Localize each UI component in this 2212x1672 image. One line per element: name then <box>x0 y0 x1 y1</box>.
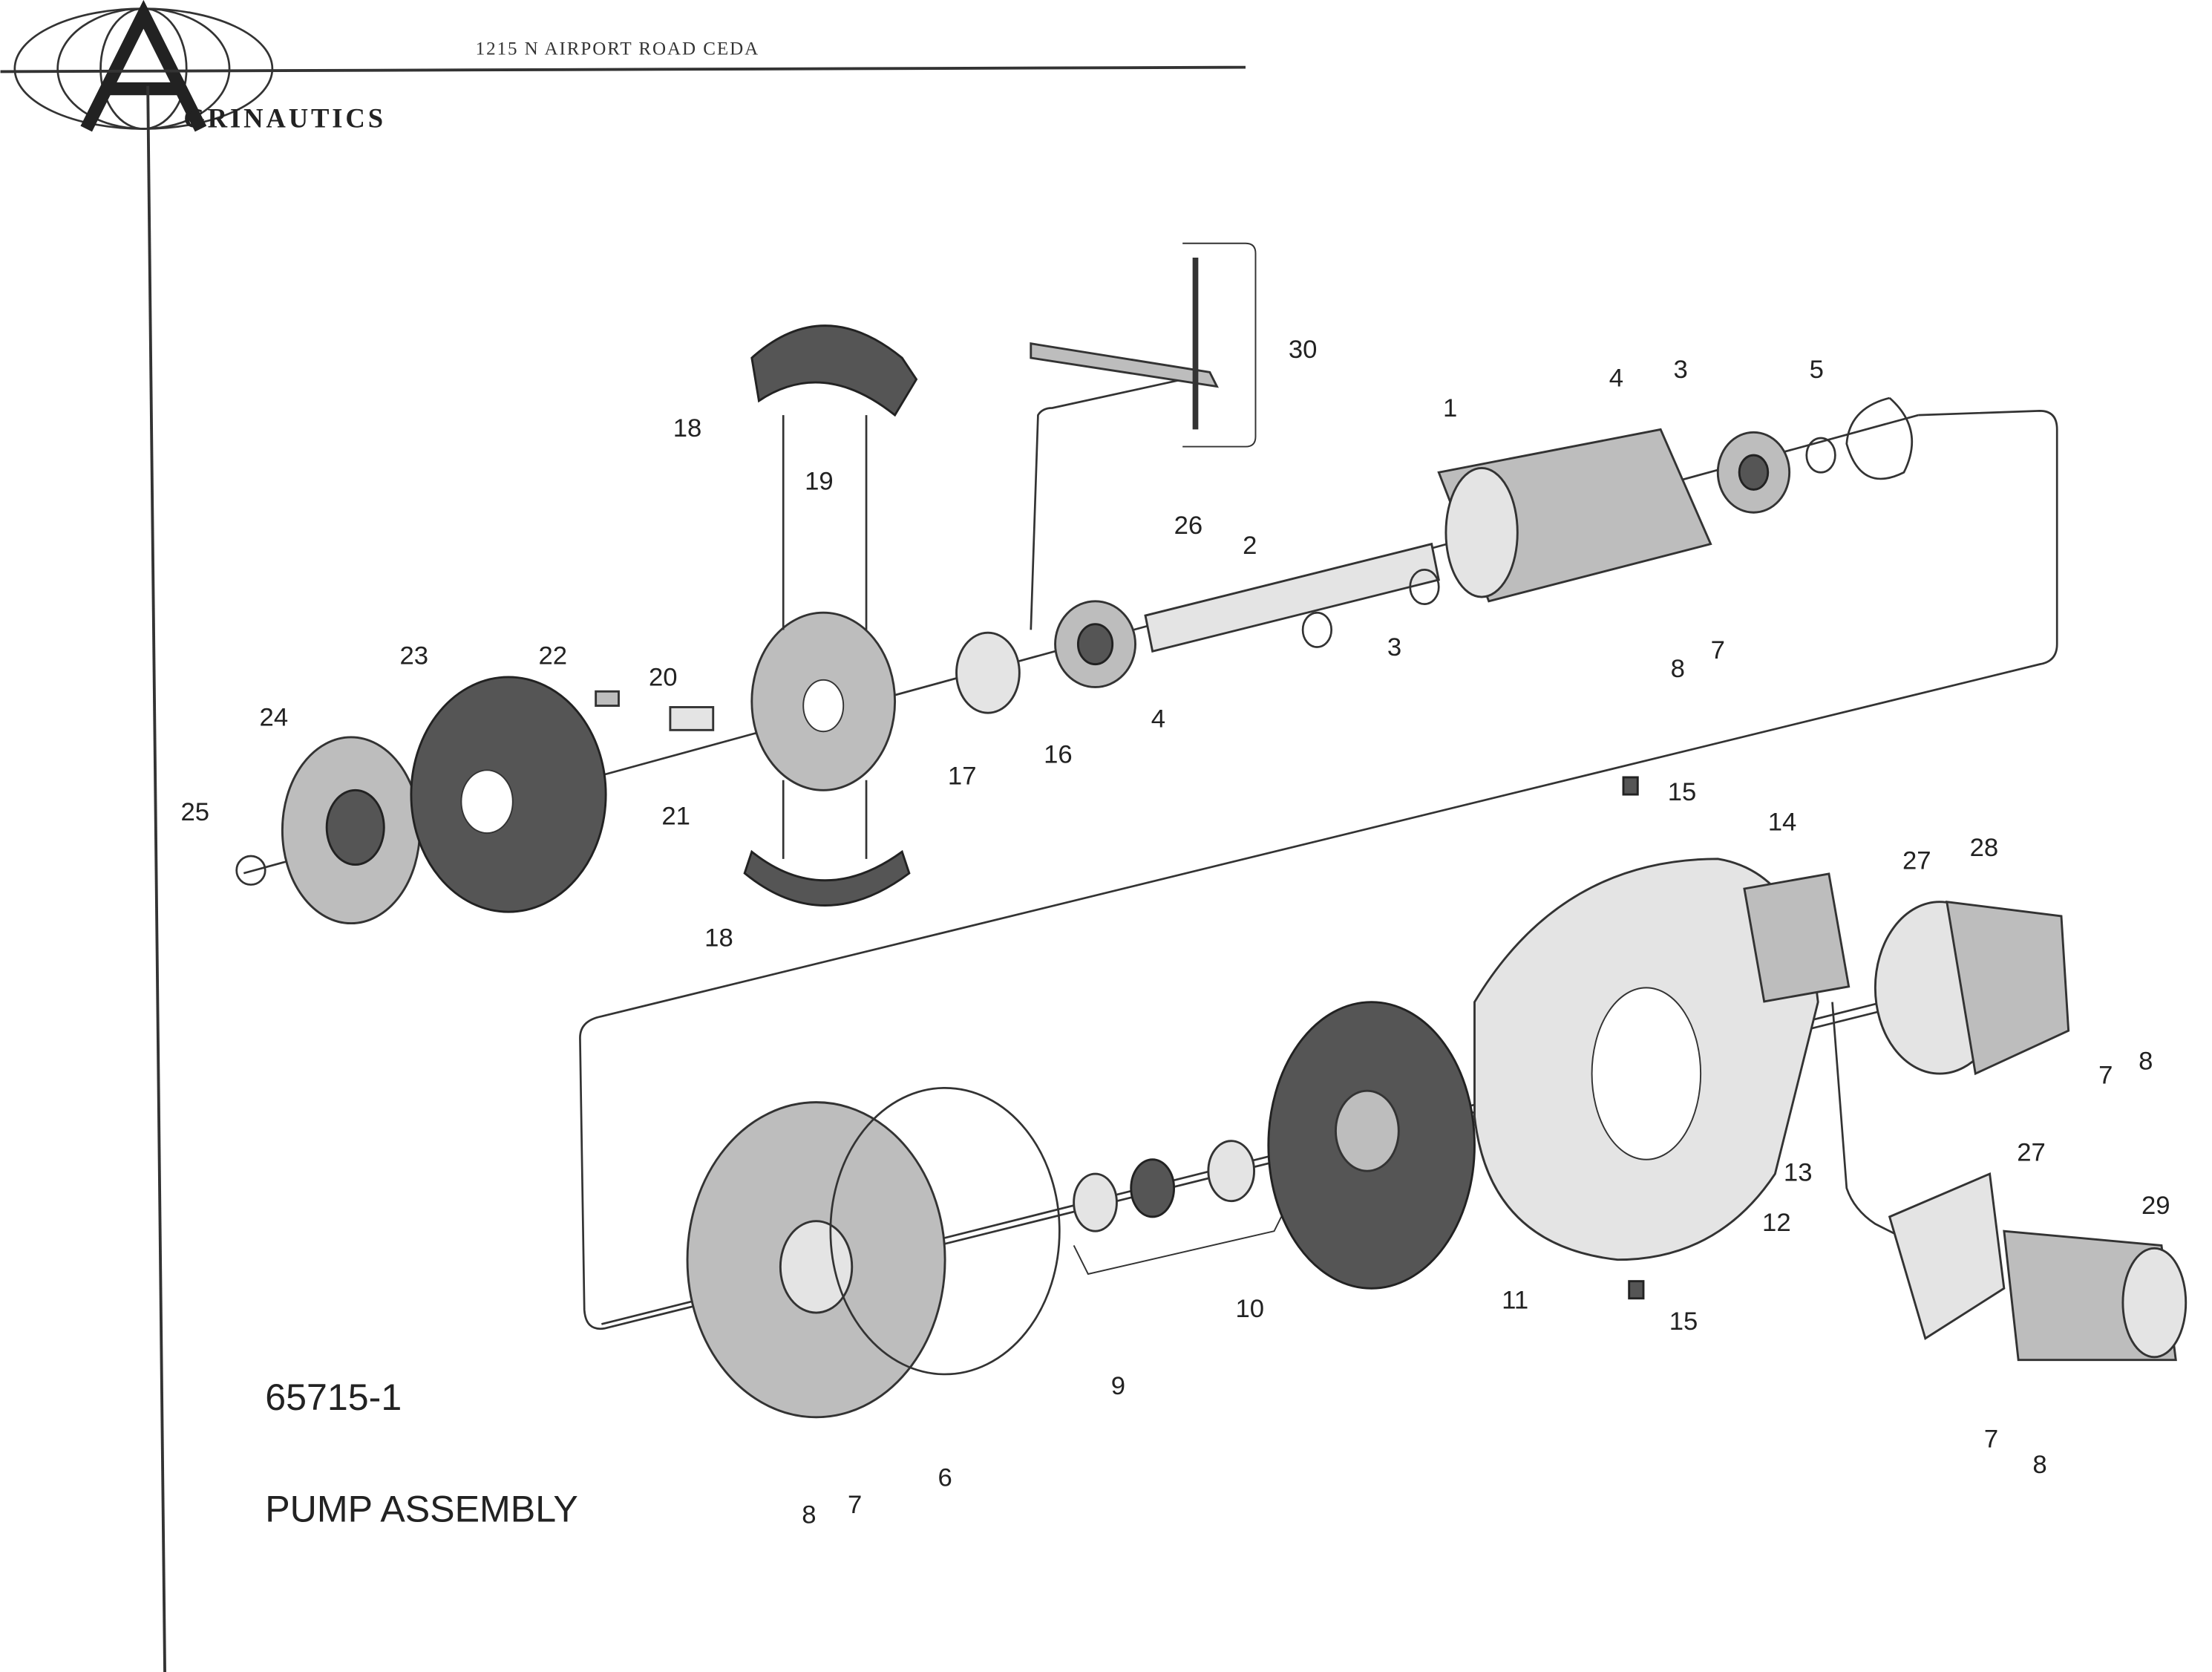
callout-30: 30 <box>1289 336 1318 364</box>
callout-25: 25 <box>180 798 209 826</box>
callout-29: 29 <box>2141 1192 2170 1220</box>
callout-2: 2 <box>1243 532 1257 560</box>
header-address: 1215 N AIRPORT ROAD CEDA <box>476 39 759 59</box>
callout-7: 7 <box>1711 636 1725 664</box>
callout-8: 8 <box>2032 1451 2046 1479</box>
drawing-title: PUMP ASSEMBLY <box>265 1489 578 1530</box>
callout-11: 11 <box>1502 1286 1528 1314</box>
upper-assembly <box>235 242 2058 1330</box>
callout-28: 28 <box>1970 834 1999 862</box>
callout-27: 27 <box>1902 846 1931 875</box>
callout-24: 24 <box>260 704 289 732</box>
callout-5: 5 <box>1810 356 1824 384</box>
callout-18: 18 <box>704 924 733 952</box>
callout-4: 4 <box>1151 705 1165 733</box>
callout-7: 7 <box>1984 1425 1998 1453</box>
callout-8: 8 <box>802 1500 816 1529</box>
callout-17: 17 <box>948 762 977 791</box>
callout-7: 7 <box>848 1491 862 1519</box>
callout-3: 3 <box>1673 356 1687 384</box>
callout-9: 9 <box>1111 1372 1125 1400</box>
callout-1: 1 <box>1443 394 1457 422</box>
logo-text: GRINAUTICS <box>183 103 386 134</box>
callout-27: 27 <box>2017 1139 2046 1167</box>
callout-14: 14 <box>1768 808 1797 836</box>
callout-16: 16 <box>1044 741 1073 769</box>
callout-3: 3 <box>1387 633 1401 662</box>
callout-labels: 30 18 19 26 2 1 4 3 5 3 7 8 4 16 17 22 2… <box>180 336 2170 1529</box>
callout-19: 19 <box>805 467 834 495</box>
callout-20: 20 <box>649 664 678 692</box>
part-number: 65715-1 <box>265 1377 402 1418</box>
agrinautics-logo: GRINAUTICS <box>13 0 386 134</box>
callout-7: 7 <box>2098 1062 2113 1090</box>
callout-10: 10 <box>1235 1295 1264 1323</box>
callout-15: 15 <box>1669 1307 1698 1336</box>
callout-12: 12 <box>1762 1209 1791 1237</box>
header-rule <box>0 65 1246 74</box>
callout-13: 13 <box>1784 1159 1813 1187</box>
callout-6: 6 <box>938 1463 952 1492</box>
callout-18: 18 <box>673 414 702 443</box>
callout-23: 23 <box>399 642 428 670</box>
callout-8: 8 <box>1671 655 1685 683</box>
callout-4: 4 <box>1609 365 1623 393</box>
callout-22: 22 <box>539 642 568 670</box>
callout-26: 26 <box>1174 512 1203 540</box>
callout-8: 8 <box>2139 1047 2153 1075</box>
margin-rule <box>146 85 166 1672</box>
callout-21: 21 <box>661 803 690 831</box>
callout-15: 15 <box>1668 778 1697 806</box>
lower-assembly <box>601 776 2188 1419</box>
